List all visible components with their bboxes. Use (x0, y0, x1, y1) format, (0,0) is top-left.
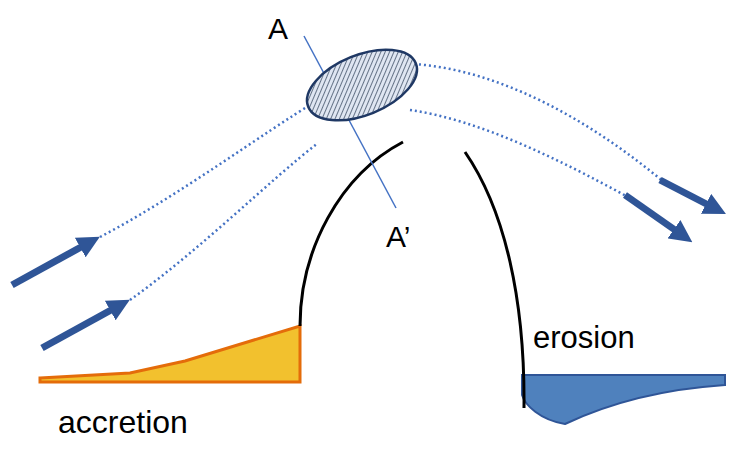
erosion-scour (522, 375, 725, 424)
flow-arrow (12, 241, 92, 285)
region-label: accretion (58, 406, 188, 438)
flow-arrow (42, 304, 122, 348)
section-end-label: A’ (386, 222, 410, 252)
hatched-body (297, 35, 427, 134)
flow-arrow (660, 180, 718, 210)
region-label: erosion (533, 322, 635, 353)
flow-line (414, 64, 665, 183)
section-end-label: A (268, 14, 288, 44)
flow-line (130, 143, 318, 300)
flow-line (410, 110, 628, 197)
structure-right (465, 152, 524, 408)
flow-line (100, 100, 318, 237)
accretion-wedge (40, 326, 300, 382)
flow-arrow (625, 195, 685, 237)
